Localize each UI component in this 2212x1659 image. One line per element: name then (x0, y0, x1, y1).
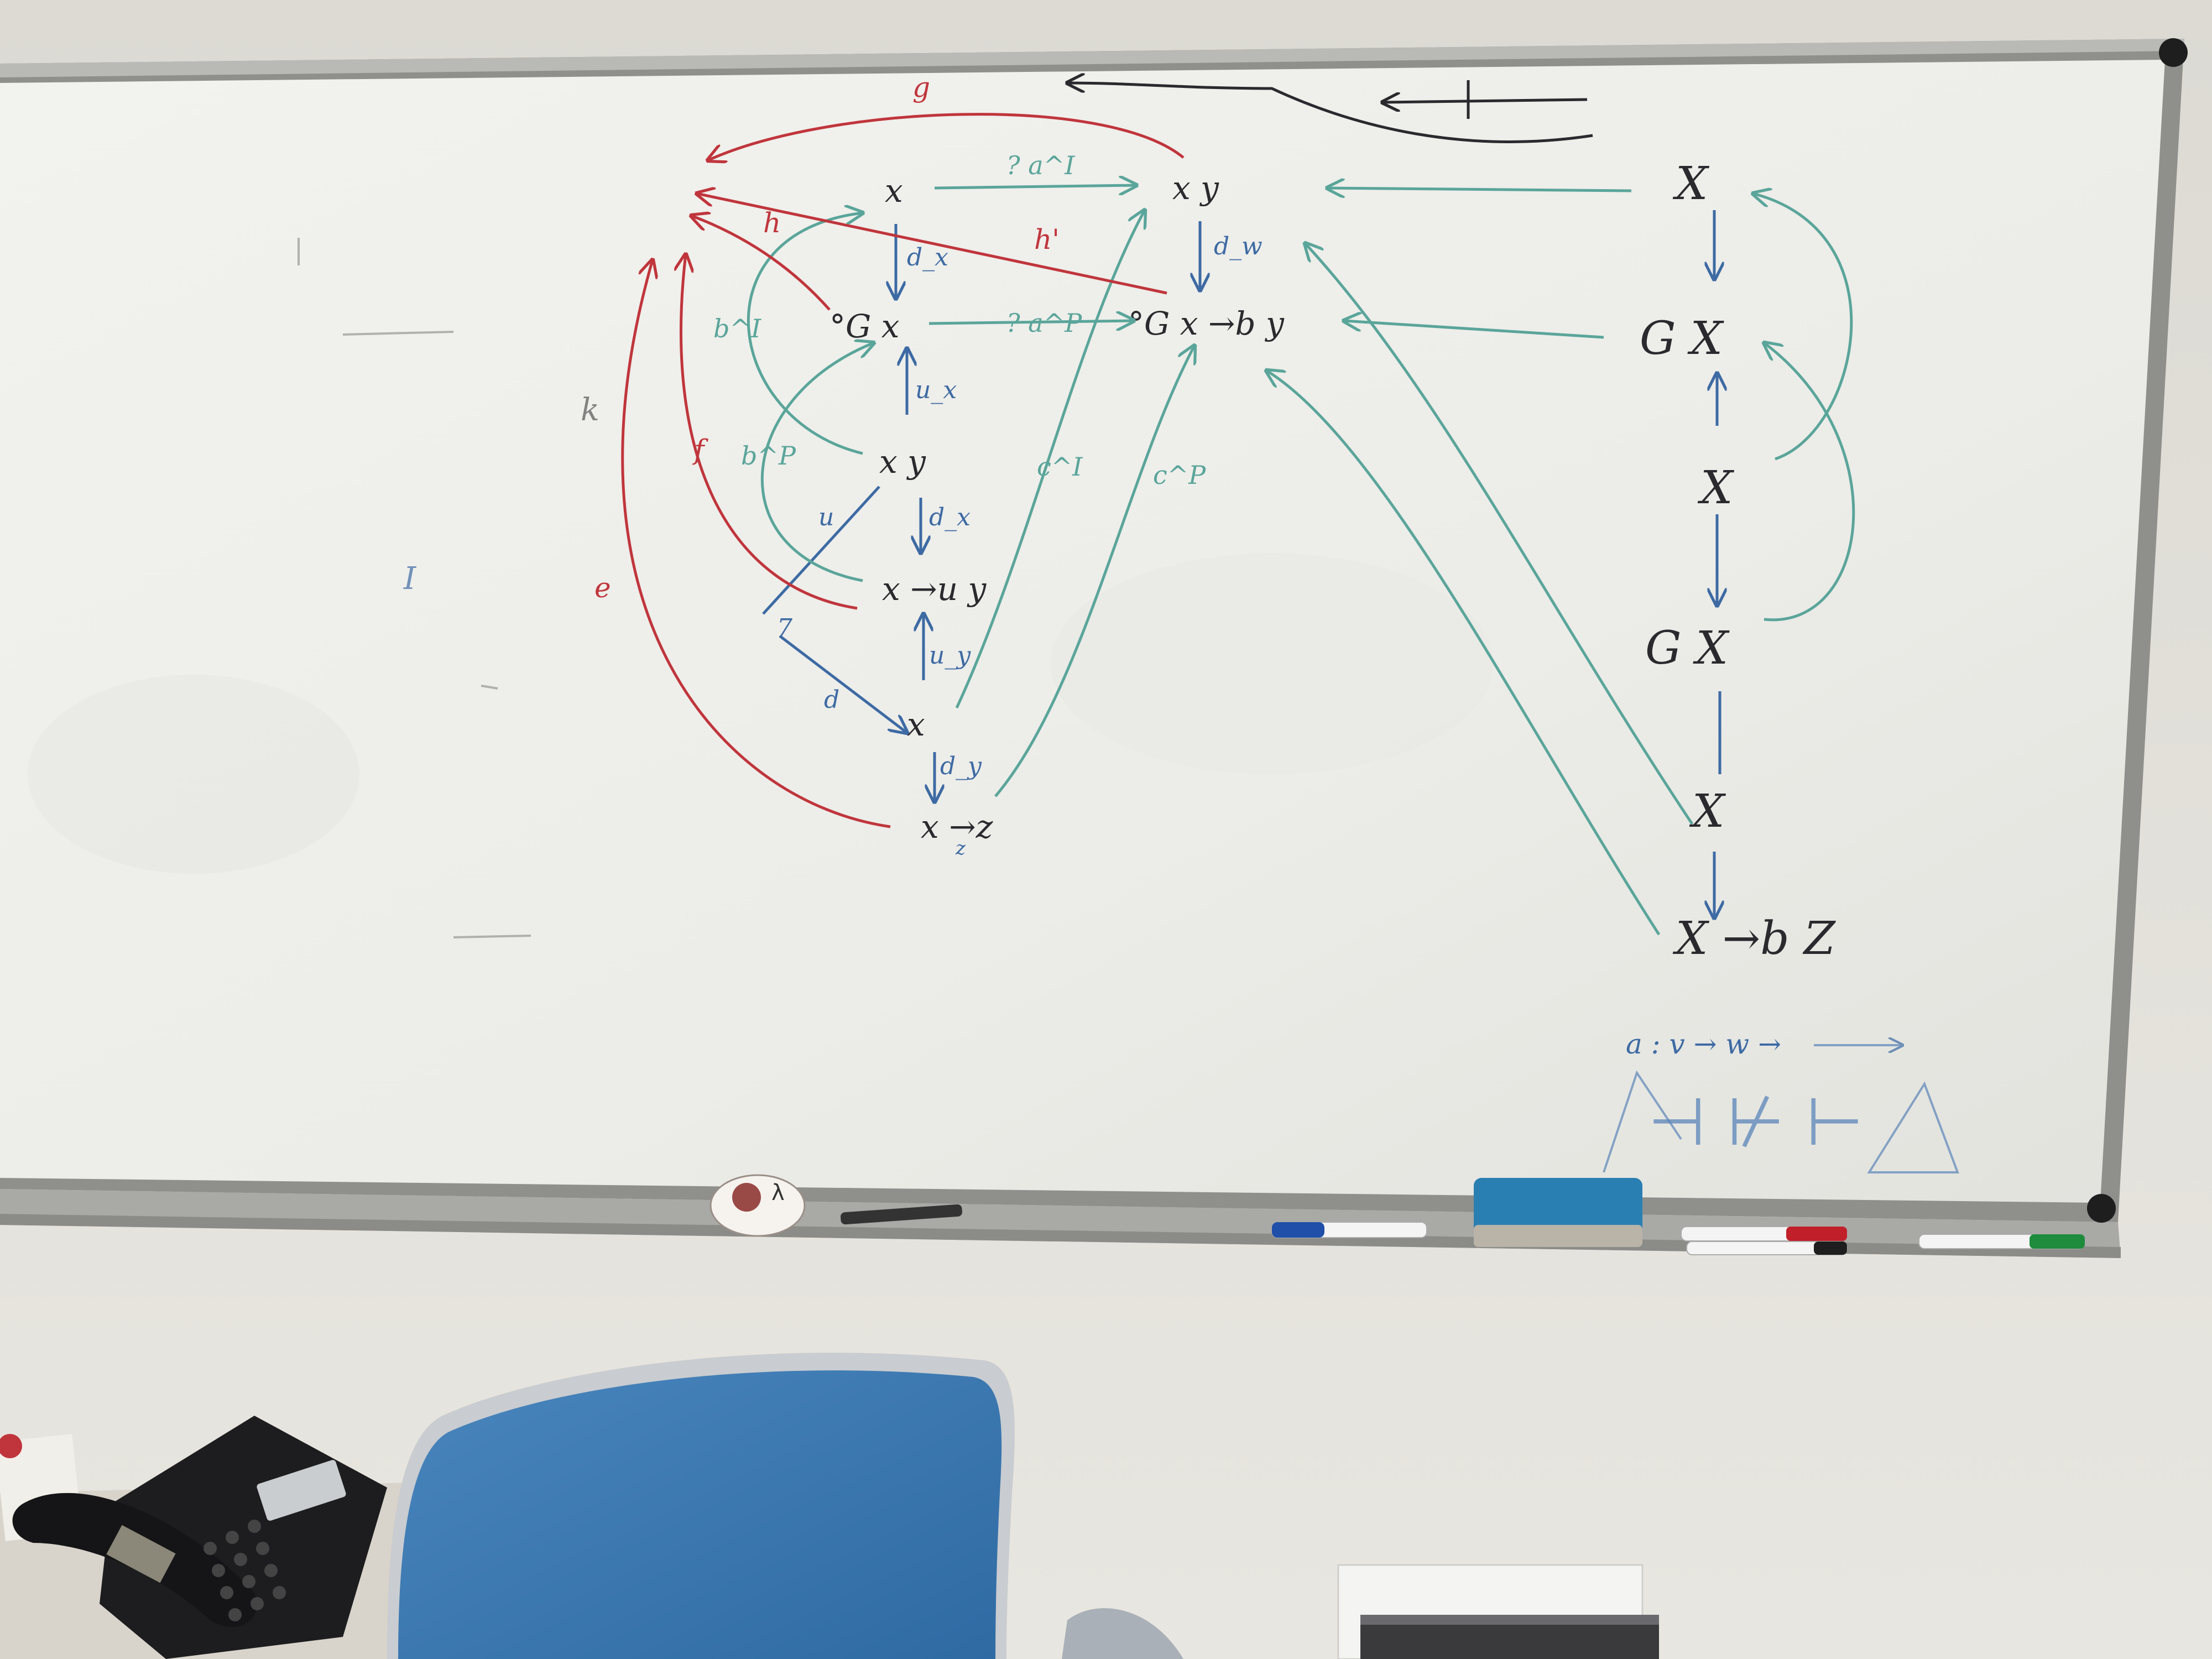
label-d-w: d_w (1214, 232, 1262, 260)
teal-arrows (747, 185, 1694, 936)
label-d: d (824, 686, 839, 714)
stray-marks: I k (403, 392, 599, 597)
label-seven: 7 (777, 614, 792, 642)
label-g: g (912, 71, 930, 103)
label-z-sub: z (955, 837, 966, 859)
node-xy-mid: x y (879, 443, 926, 481)
sticker-lambda: λ (771, 1180, 785, 1206)
whiteboard (0, 38, 2188, 1258)
stray-lines (298, 238, 531, 938)
node-xz: x →z (921, 808, 993, 846)
label-c-p: c^P (1153, 460, 1206, 490)
label-b-p: b^P (741, 441, 796, 471)
node-gxy: °G x →b y (1128, 305, 1285, 342)
label-b-i: b^I (713, 314, 761, 343)
desk-area (0, 1416, 442, 1659)
label-u-y: u_y (929, 641, 971, 670)
right-node-5: X (1689, 785, 1726, 838)
right-arrows (1714, 210, 1720, 918)
blue-labels: d_x d_w u_x d_x u_y u 7 d d_y z (777, 232, 1262, 859)
desk-phone (12, 1416, 387, 1659)
right-node-1: X (1672, 158, 1710, 210)
red-labels: g h' h f e (594, 71, 1060, 604)
node-gx: °G x (830, 307, 899, 345)
label-a-p: ? a^P (1006, 308, 1082, 338)
right-notes: a : v → w → ⊣ ⊬ ⊢ (1626, 1028, 1864, 1161)
note-symbols: ⊣ ⊬ ⊢ (1648, 1084, 1864, 1161)
label-c-i: c^I (1037, 452, 1083, 482)
label-u-x: u_x (915, 376, 957, 404)
label-u: u (818, 503, 834, 531)
stray-mark-i: I (403, 561, 417, 597)
right-node-4: G X (1645, 622, 1730, 675)
green-marker (1918, 1234, 2085, 1249)
note-line: a : v → w → (1626, 1028, 1781, 1060)
node-x-top: x (885, 172, 903, 210)
right-node-2: G X (1640, 312, 1725, 365)
label-d-y: d_y (940, 752, 982, 780)
node-xuy: x →u y (882, 570, 987, 608)
node-x-low: x (907, 706, 925, 743)
label-d-x2: d_x (929, 503, 971, 531)
tray-items: λ (709, 1174, 2085, 1255)
label-h-prime: h' (1034, 223, 1060, 255)
lambda-sticker: λ (709, 1174, 806, 1237)
label-e: e (594, 572, 611, 604)
right-node-6: X →b Z (1672, 912, 1837, 965)
left-diagram: x x y °G x °G x →b y x y x →u y x x →z (830, 169, 1285, 846)
wall-outlet (1337, 1564, 1659, 1659)
right-note-shapes (1603, 1045, 1959, 1173)
keypad (204, 1520, 286, 1621)
blue-marker (1271, 1222, 1427, 1238)
node-xy-top: x y (1172, 169, 1219, 207)
right-node-3: X (1697, 462, 1735, 514)
eraser (1474, 1178, 1642, 1247)
label-h: h (763, 207, 781, 239)
red-black-markers (1681, 1226, 1848, 1255)
office-chair (387, 1353, 1183, 1659)
small-marker (841, 1204, 962, 1225)
right-teal-loops (1753, 194, 1855, 622)
right-diagram: X G X X G X X X →b Z (1640, 158, 1837, 965)
red-arrows (621, 113, 1185, 828)
black-top-arrows (1067, 80, 1593, 143)
label-a-i: ? a^I (1006, 150, 1075, 180)
label-d-x1: d_x (907, 243, 948, 272)
teal-labels: ? a^I ? a^P b^I b^P c^I c^P (713, 150, 1206, 490)
stray-mark-k: k (581, 392, 599, 428)
